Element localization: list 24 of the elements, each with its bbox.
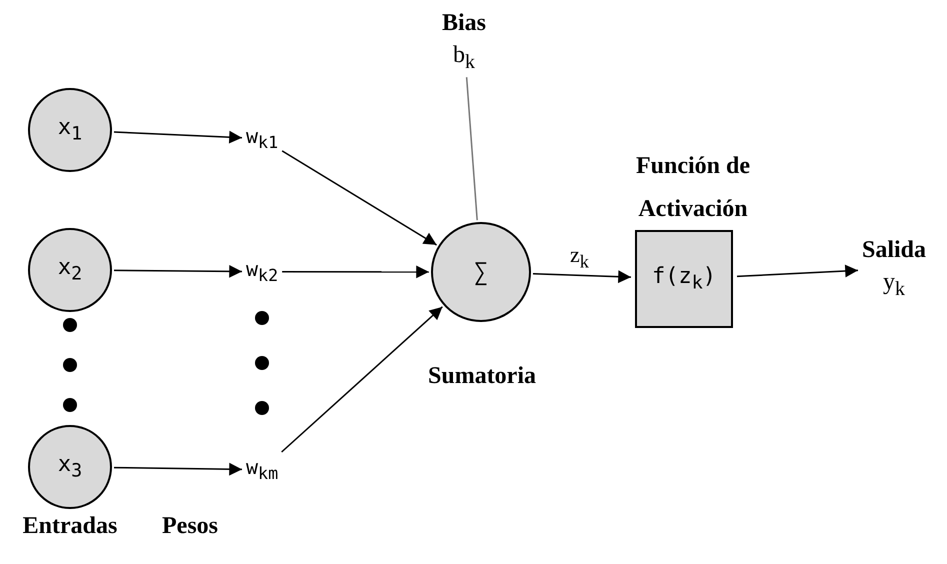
neuron-circle: ∑: [431, 222, 531, 322]
neuron-circle: x$_{1}$: [28, 88, 112, 172]
column-label: Entradas: [22, 512, 118, 541]
neuron-circle: x$_{2}$: [28, 228, 112, 312]
neuron-circle: x$_{3}$: [28, 425, 112, 509]
arrow: [114, 462, 242, 476]
arrow: [532, 270, 632, 284]
node-caption: Función de Activación: [634, 152, 752, 224]
arrow: [114, 130, 242, 144]
node-caption: Sumatoria: [427, 362, 537, 391]
activation-box: f(z$_{k}$): [635, 230, 733, 328]
heading: Salida: [862, 237, 926, 264]
weight-label: w$_{km}$: [246, 456, 278, 484]
column-label: Pesos: [161, 512, 219, 541]
weight-label: w$_{k2}$: [246, 258, 278, 286]
arrow: [114, 264, 242, 278]
arrow: [282, 265, 429, 278]
arrow: [281, 306, 443, 453]
variable-label: y$_{k}$: [883, 269, 906, 300]
variable-label: b$_{k}$: [453, 42, 475, 74]
arrow: [736, 264, 858, 278]
heading: Bias: [442, 10, 486, 36]
arrow: [282, 150, 437, 246]
weight-label: w$_{k1}$: [246, 125, 278, 152]
